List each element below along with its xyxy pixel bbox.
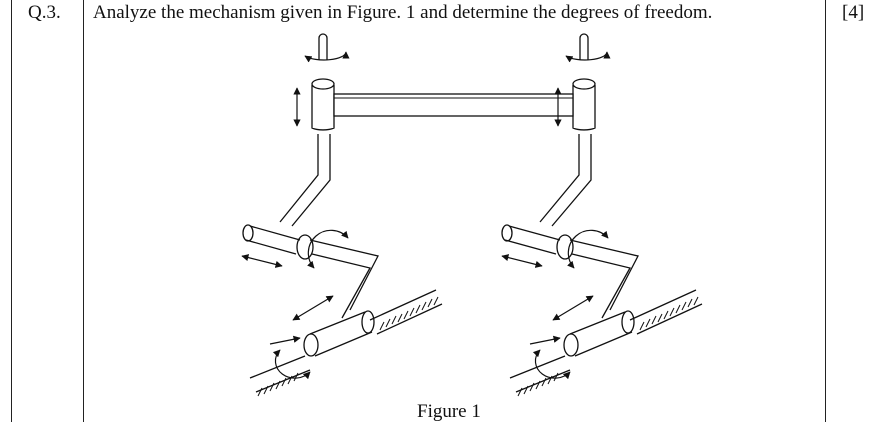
left-slider-joint <box>303 333 319 357</box>
right-top-rod <box>579 33 589 60</box>
right-bottom-rotation-arrow <box>532 349 571 380</box>
left-slider-sleeve <box>309 311 373 357</box>
left-top-rotation-arrow <box>304 51 350 63</box>
left-post <box>279 134 331 227</box>
right-collar <box>572 85 596 131</box>
left-bottom-rotation-arrow <box>272 349 311 380</box>
left-arm <box>242 33 443 393</box>
question-marks: [4] <box>842 2 865 23</box>
left-elbow-rotation-arrow <box>307 229 349 269</box>
right-revolute-joint <box>556 234 574 260</box>
left-top-rod <box>318 33 328 60</box>
right-elbow-link <box>504 225 561 255</box>
left-slide-arrow <box>292 295 334 321</box>
left-revolute-joint <box>296 234 314 260</box>
question-text: Analyze the mechanism given in Figure. 1… <box>93 2 713 23</box>
right-ground-hatch <box>517 296 699 397</box>
left-ground-hatch <box>257 296 439 397</box>
right-elbow-rotation-arrow <box>567 229 609 269</box>
right-post <box>539 134 592 227</box>
right-zigzag-rod <box>569 239 639 319</box>
table-border-number <box>83 0 84 422</box>
table-border-marks <box>825 0 826 422</box>
left-elbow-link <box>245 225 301 255</box>
table-border-left <box>11 0 12 422</box>
mechanism-figure <box>241 33 703 397</box>
right-elbow-axial-arrow <box>501 254 543 268</box>
right-arm <box>501 33 703 393</box>
question-number: Q.3. <box>28 2 61 23</box>
right-slider-sleeve <box>569 311 633 357</box>
right-slider-joint <box>563 333 579 357</box>
right-slide-arrow <box>552 295 594 321</box>
connecting-bar <box>333 93 574 117</box>
left-collar <box>311 85 335 131</box>
left-elbow-axial-arrow <box>241 254 283 268</box>
right-guide-rail <box>509 289 703 393</box>
left-guide-rail <box>249 289 443 393</box>
figure-caption: Figure 1 <box>417 401 481 422</box>
left-zigzag-rod <box>309 239 379 319</box>
right-top-rotation-arrow <box>565 51 611 63</box>
